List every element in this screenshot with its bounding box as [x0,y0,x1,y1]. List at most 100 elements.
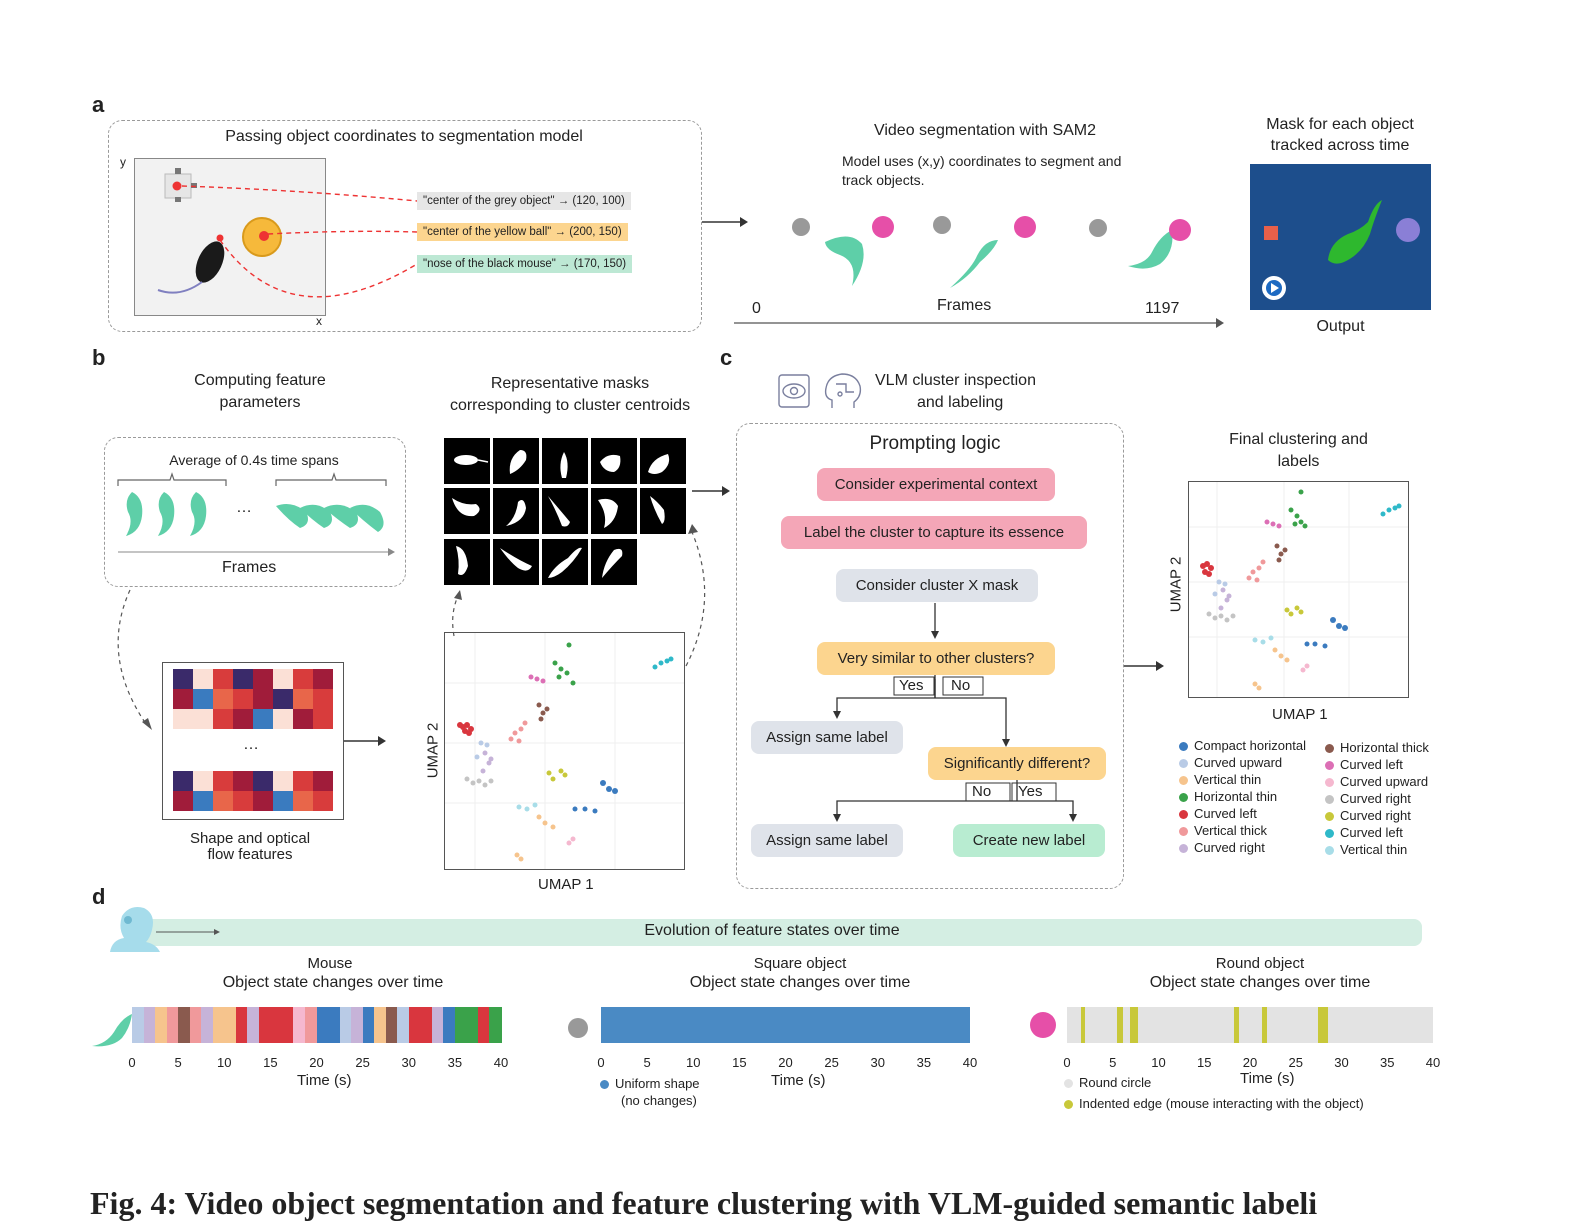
time-span-box [104,437,406,587]
time-tick-label: 5 [643,1055,651,1070]
time-tick-label: 35 [1380,1055,1395,1070]
video-seg-title: Video segmentation with SAM2 [873,122,1097,139]
video-seg-desc-1: Model uses (x,y) coordinates to segment … [842,153,1122,169]
evolution-banner-text: Evolution of feature states over time [644,922,900,939]
mouse-state-segment [155,1007,168,1043]
legend-item: Compact horizontal [1179,738,1306,753]
time-tick-label: 40 [962,1055,978,1070]
umap-final-ylabel: UMAP 2 [1167,556,1185,613]
square-legend-2: (no changes) [621,1093,697,1108]
mouse-state-segment [201,1007,214,1043]
human-head-icon [110,907,160,952]
output-square-mask [1264,226,1278,240]
round-title-2: Object state changes over time [1149,974,1371,991]
coordinate-input-box [108,120,702,332]
frame-start-label: 0 [752,300,761,317]
mouse-state-segment [339,1007,352,1043]
grey-object-knob-right [191,183,197,188]
panel-a-letter: a [92,92,105,117]
mouse-title-2: Object state changes over time [222,974,444,991]
square-time-label: Time (s) [771,1072,826,1089]
legend-item: Vertical thick [1179,823,1267,838]
coord-mouse-nose: "nose of the black mouse" → (170, 150) [417,255,633,273]
final-title-1: Final clustering and [1229,431,1368,448]
mouse-state-segment [293,1007,306,1043]
mouse-title-1: Mouse [307,955,353,972]
grey-object-knob-bottom [175,197,181,202]
mouse-state-segment [304,1007,317,1043]
mouse-state-segment [374,1007,387,1043]
time-tick-label: 0 [128,1055,136,1070]
grey-object-knob-top [175,168,181,174]
features-title-2: parameters [219,394,301,411]
time-tick-label: 35 [447,1055,463,1070]
legend-dot [1179,776,1188,786]
legend-item: Vertical thin [1179,772,1261,787]
video-seg-desc-2: track objects. [842,172,925,188]
matrix-ellipsis: … [243,736,259,753]
mouse-state-segment [281,1007,294,1043]
head-icon-svg [110,907,220,952]
indented-edge-segment [1233,1007,1239,1043]
mouse-state-segment [443,1007,456,1043]
square-strip-icon [568,1018,588,1038]
square-title-1: Square object [753,955,847,972]
matrix-caption-1: Shape and optical [189,830,311,847]
time-tick-label: 30 [401,1055,416,1070]
umap-plot-final [1188,481,1409,698]
arrow-to-umap [344,736,386,746]
mouse-tail [157,281,203,294]
umap-plot-b [444,632,685,870]
legend-item: Curved right [1179,840,1265,855]
round-time-label: Time (s) [1240,1070,1295,1087]
frame-2 [933,216,1036,288]
square-legend-1: Uniform shape [600,1076,700,1091]
time-tick-label: 15 [263,1055,278,1070]
mouse-state-segment [270,1007,283,1043]
representative-masks-grid [444,438,689,588]
time-tick-label: 40 [493,1055,509,1070]
assign-same-label-2: Assign same label [751,824,903,857]
mouse-strip-icon [92,1014,132,1047]
time-tick-label: 15 [1197,1055,1212,1070]
panel-c-letter: c [720,345,733,370]
frame-1 [792,216,894,286]
legend-item: Curved upward [1179,755,1282,770]
connector-yellow [267,230,418,235]
legend-dot [1325,846,1334,856]
time-tick-label: 40 [1425,1055,1441,1070]
time-tick-label: 15 [732,1055,747,1070]
legend-label: Vertical thick [1194,823,1267,838]
indented-edge-segment [1117,1007,1123,1043]
connector-grey [181,185,418,202]
mouse-state-segment [247,1007,260,1043]
mouse-time-label: Time (s) [297,1072,352,1089]
legend-dot [1179,793,1188,803]
mouse-state-segment [454,1007,467,1043]
masks-title-2: corresponding to cluster centroids [449,397,691,414]
frames-axis-arrow [734,318,1224,328]
legend-dot [1325,795,1334,805]
legend-dot [1179,742,1188,752]
mouse-state-segment [143,1007,156,1043]
dashed-arrow-umap-right [685,524,706,667]
mouse-state-segment [489,1007,502,1043]
time-tick-label: 20 [1242,1055,1258,1070]
mouse-state-segment [466,1007,479,1043]
legend-item: Curved left [1325,757,1403,772]
coord-yellow-ball: "center of the yellow ball" → (200, 150) [417,223,628,241]
mask-silhouettes-svg [452,450,670,578]
mouse-state-segment [431,1007,444,1043]
panel-b-letter: b [92,345,106,370]
time-tick-label: 25 [1288,1055,1303,1070]
legend-item: Curved left [1325,825,1403,840]
umap-plot-final-svg [1189,482,1408,697]
legend-label: Curved upward [1340,774,1429,789]
legend-item: Curved left [1179,806,1257,821]
indented-edge-segment [1261,1007,1268,1043]
legend-dot [1325,778,1334,788]
mouse-state-segment [362,1007,375,1043]
